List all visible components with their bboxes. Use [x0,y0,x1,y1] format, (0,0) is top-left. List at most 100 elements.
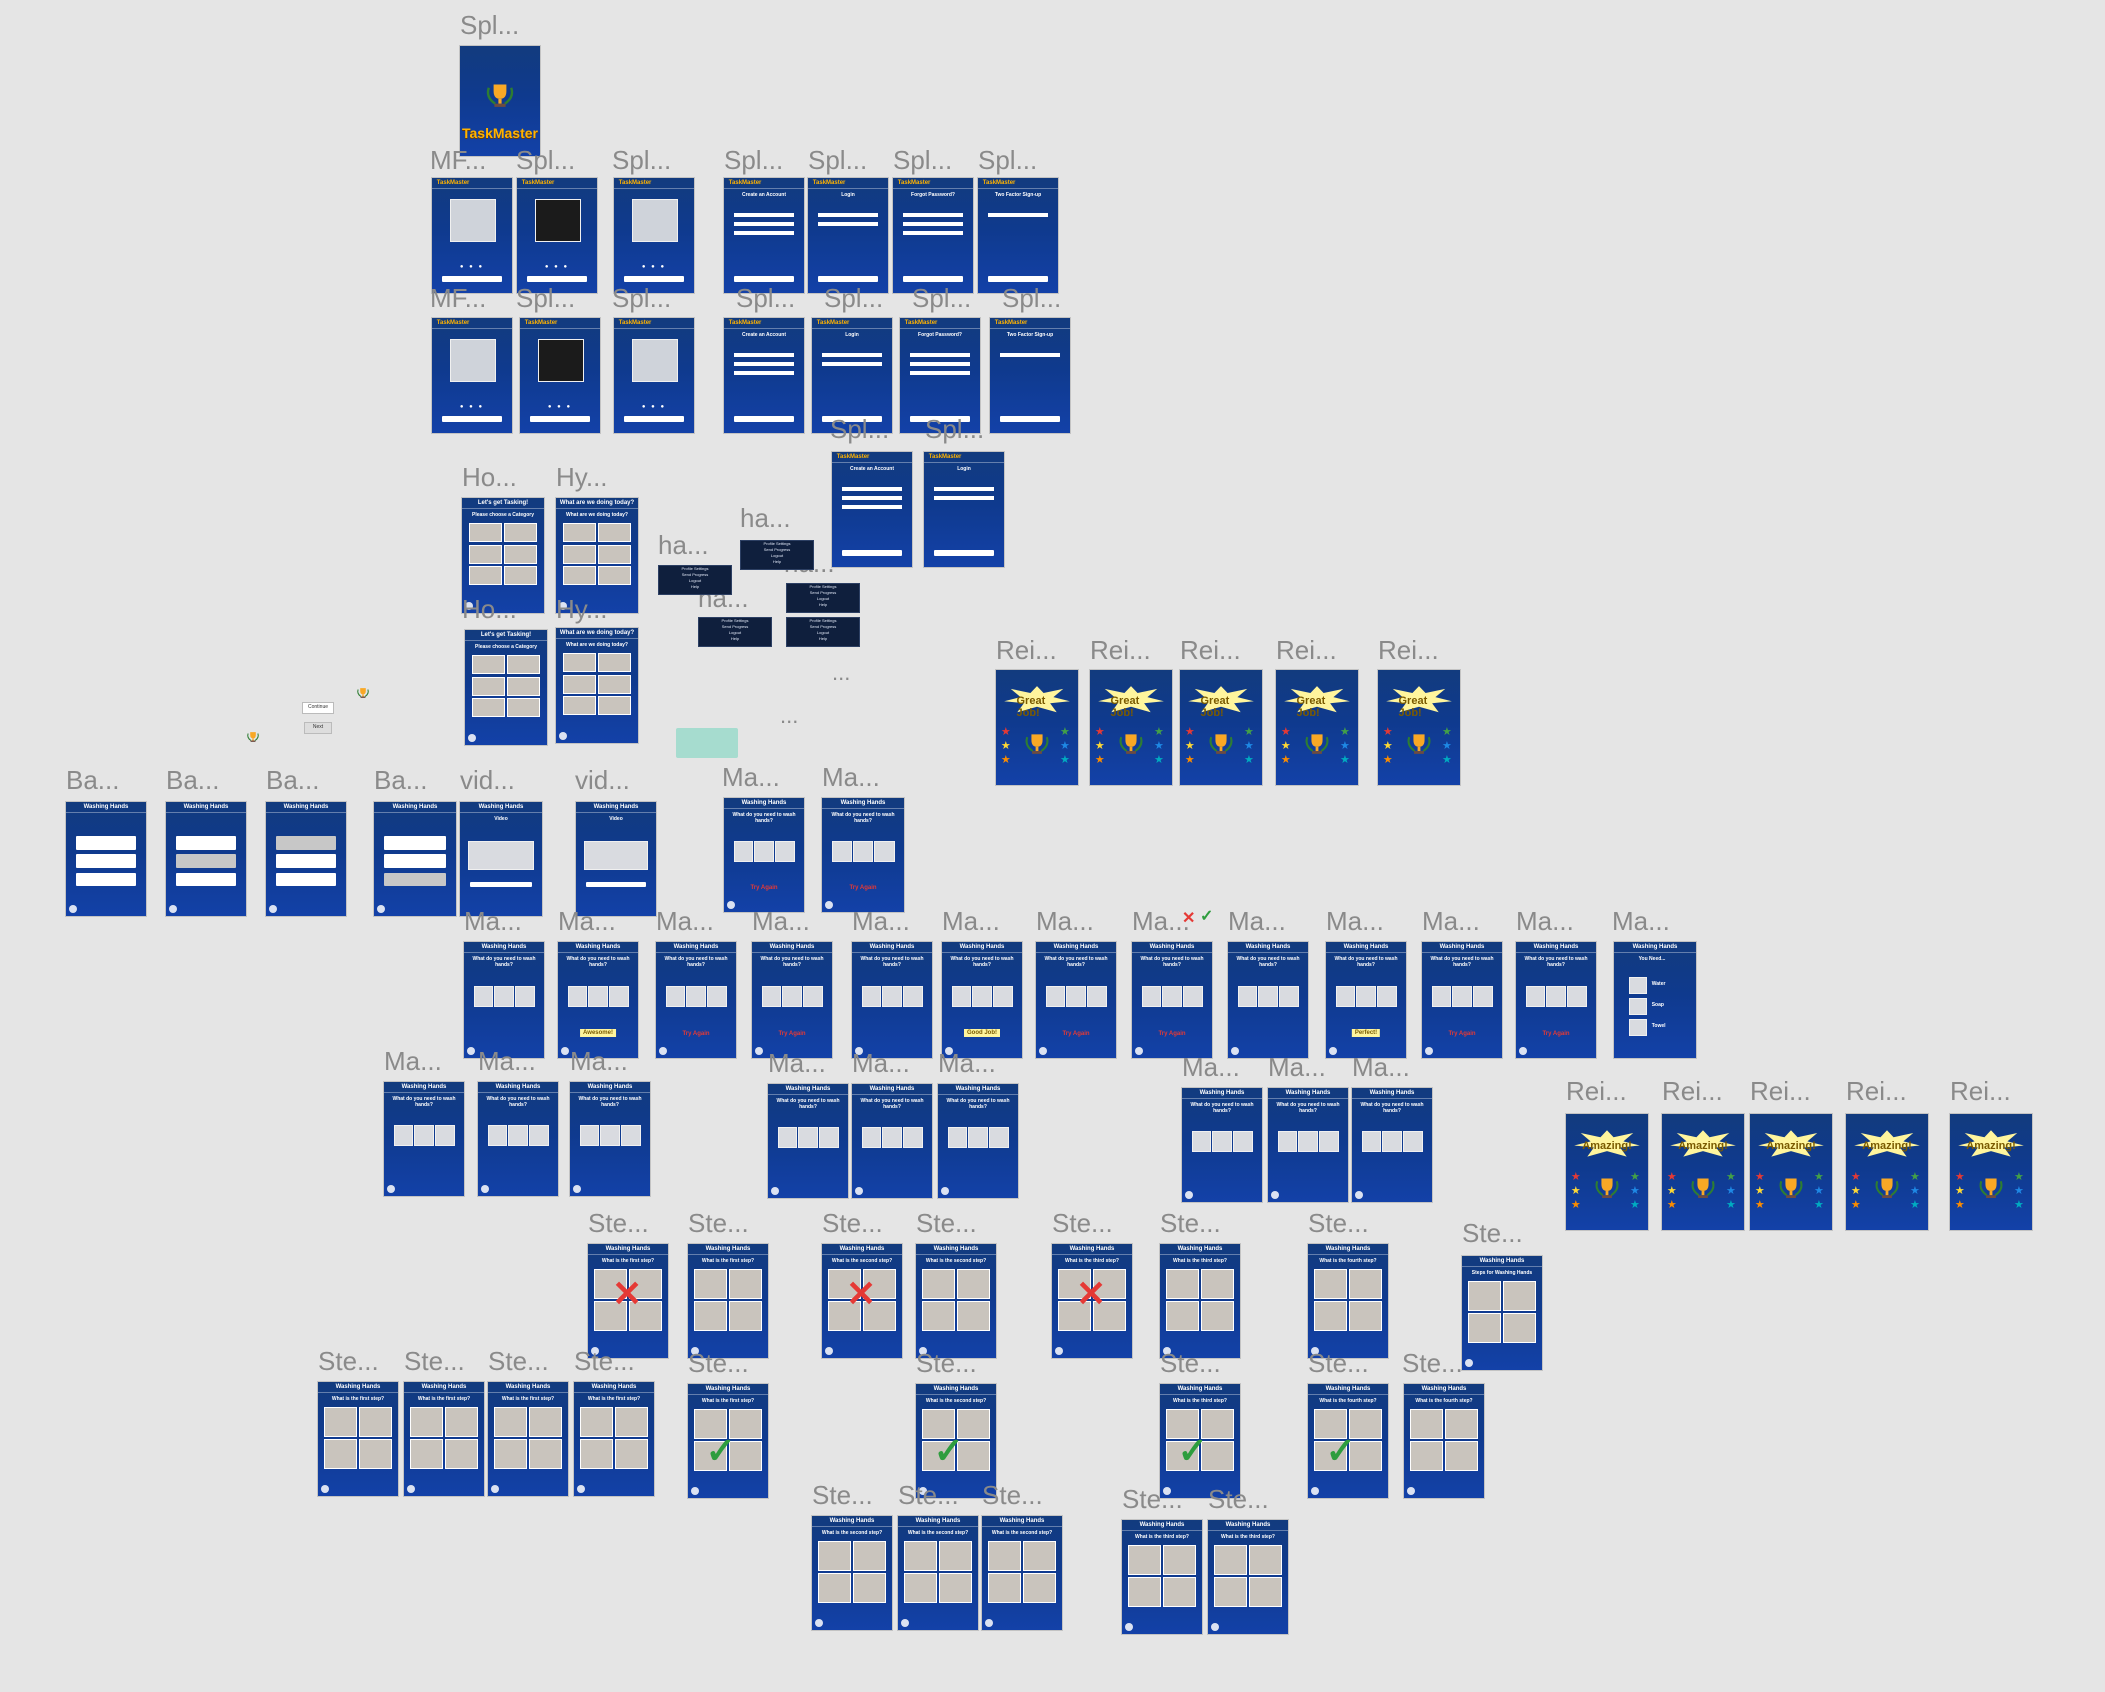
step-option[interactable] [1314,1269,1347,1299]
category-tile[interactable] [468,523,502,543]
frame-label[interactable]: Ma... [1326,906,1384,936]
answer-option[interactable] [1361,1131,1382,1152]
category-tile[interactable] [562,566,596,586]
text-field[interactable] [841,495,903,501]
home-icon[interactable] [321,1484,330,1493]
step-option[interactable] [729,1269,762,1299]
frame-label[interactable]: Ma... [1036,906,1094,936]
artboard-mf[interactable]: TaskMaster● ● ● [520,318,600,433]
frame-label[interactable]: Ma... [1516,906,1574,936]
step-option[interactable] [1214,1577,1247,1607]
continue-button[interactable] [733,415,795,422]
step-option[interactable] [863,1301,896,1331]
frame-label[interactable]: Ma... [1228,906,1286,936]
frame-label[interactable]: Ma... [1612,906,1670,936]
step-option[interactable] [729,1301,762,1331]
continue-button[interactable] [526,275,588,282]
step-option[interactable] [1249,1545,1282,1575]
answer-option[interactable] [1233,1131,1253,1152]
category-tile[interactable] [562,674,596,694]
frame-label[interactable]: Ste... [916,1208,977,1238]
step-option[interactable] [1093,1269,1126,1299]
answer-option[interactable] [831,841,852,862]
frame-label[interactable]: MF... [430,145,487,175]
answer-option[interactable] [1403,1131,1423,1152]
artboard-reward[interactable]: Great Job!★★★★★★ [1378,670,1460,785]
frame-label[interactable]: Spl... [830,414,890,444]
frame-label[interactable]: Spl... [736,283,796,313]
text-field[interactable] [733,352,795,358]
artboard-hygiene[interactable]: What are we doing today?What are we doin… [556,498,638,613]
step-option[interactable] [1445,1441,1478,1471]
step-option[interactable] [694,1441,727,1471]
category-tile[interactable] [471,698,505,718]
category-tile[interactable] [598,696,632,716]
answer-option[interactable] [1212,1131,1232,1152]
answer-option[interactable] [1237,986,1258,1007]
answer-option[interactable] [1258,986,1278,1007]
artboard-mf[interactable]: TaskMaster● ● ● [432,318,512,433]
home-icon[interactable] [387,1184,396,1193]
text-field[interactable] [733,212,795,218]
step-option[interactable] [904,1541,937,1571]
step-option[interactable] [1314,1301,1347,1331]
home-icon[interactable] [1163,1346,1172,1355]
step-option[interactable] [957,1409,990,1439]
answer-option[interactable] [733,841,754,862]
step-option[interactable] [494,1439,527,1469]
artboard-mf[interactable]: TaskMaster● ● ● [614,178,694,293]
home-icon[interactable] [1231,1046,1240,1055]
answer-option[interactable] [588,986,608,1007]
answer-option[interactable] [621,1125,641,1146]
frame-label[interactable]: Ma... [822,762,880,792]
frame-label[interactable]: Ma... [768,1048,826,1078]
step-option[interactable] [1445,1409,1478,1439]
answer-option[interactable] [1191,1131,1212,1152]
home-icon[interactable] [1185,1190,1194,1199]
step-option[interactable] [615,1439,648,1469]
artboard-reward[interactable]: Amazing!★★★★★★ [1750,1114,1832,1230]
menu-item[interactable]: Profile Settings [763,541,791,546]
answer-option[interactable] [861,986,882,1007]
frame-label[interactable]: Ho... [462,462,517,492]
answer-option[interactable] [609,986,629,1007]
home-icon[interactable] [467,1046,476,1055]
home-icon[interactable] [559,601,568,610]
menu-button[interactable] [75,854,137,869]
frame-label[interactable]: MF... [430,283,487,313]
category-tile[interactable] [562,523,596,543]
frame-label[interactable]: Rei... [1846,1076,1907,1106]
frame-label[interactable]: Spl... [724,145,784,175]
answer-option[interactable] [782,986,802,1007]
step-option[interactable] [729,1409,762,1439]
frame-label[interactable]: Ste... [916,1348,977,1378]
answer-option[interactable] [903,1127,923,1148]
step-option[interactable] [1166,1269,1199,1299]
frame-label[interactable]: Spl... [1002,283,1062,313]
text-field[interactable] [821,361,883,367]
step-option[interactable] [1058,1269,1091,1299]
home-icon[interactable] [919,1346,928,1355]
ellipsis-label[interactable]: ... [780,703,799,728]
text-field[interactable] [987,212,1049,218]
step-option[interactable] [1349,1441,1382,1471]
menu-item[interactable]: Logout [770,553,784,558]
step-option[interactable] [729,1441,762,1471]
step-option[interactable] [1201,1301,1234,1331]
category-tile[interactable] [562,696,596,716]
video-player[interactable] [584,840,648,871]
home-icon[interactable] [561,1046,570,1055]
step-option[interactable] [1201,1409,1234,1439]
